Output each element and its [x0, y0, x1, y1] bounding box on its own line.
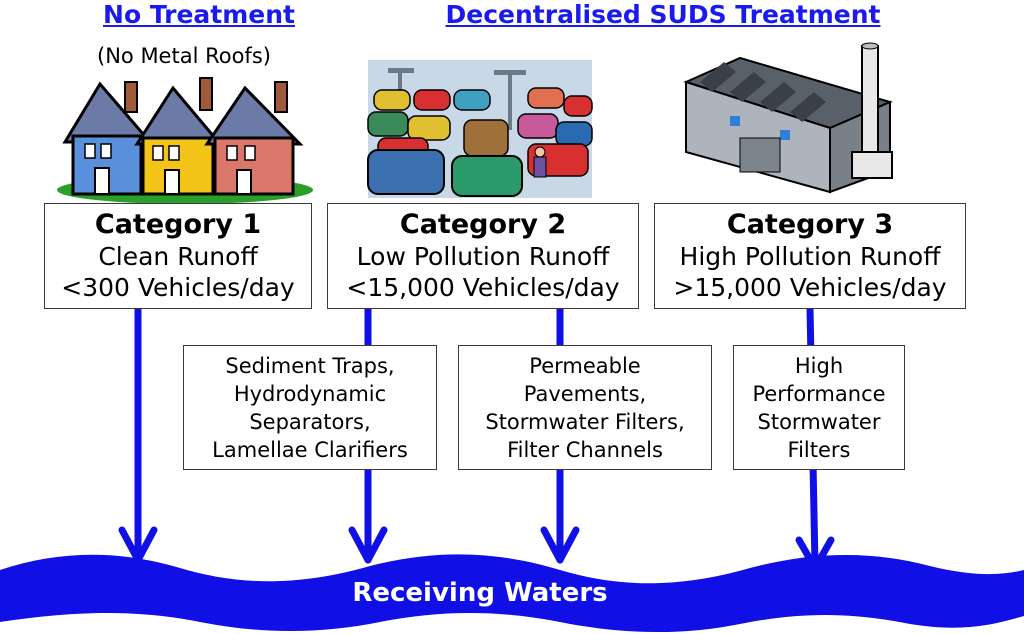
receiving-waters-wave	[0, 554, 1024, 633]
category-1-runoff: Clean Runoff	[98, 242, 258, 271]
treatment-line: Permeable	[529, 353, 641, 378]
arrowhead-2b	[540, 526, 580, 564]
category-2-runoff: Low Pollution Runoff	[356, 242, 610, 271]
category-1-vehicles: <300 Vehicles/day	[61, 273, 295, 302]
treatment-line: High	[794, 353, 844, 378]
factory-icon	[683, 42, 893, 194]
category-3-box: Category 3 High Pollution Runoff >15,000…	[654, 203, 966, 309]
category-2-vehicles: <15,000 Vehicles/day	[346, 273, 620, 302]
treatment-line: Lamellae Clarifiers	[212, 437, 408, 462]
arrowhead-2a	[348, 526, 388, 564]
category-3-vehicles: >15,000 Vehicles/day	[673, 273, 947, 302]
treatment-box-permeable: Permeable Pavements, Stormwater Filters,…	[458, 345, 712, 470]
heading-no-treatment: No Treatment	[103, 0, 295, 29]
treatment-line: Filter Channels	[507, 437, 663, 462]
treatment-line: Filters	[787, 437, 851, 462]
category-1-title: Category 1	[94, 209, 262, 240]
treatment-line: Sediment Traps,	[225, 353, 395, 378]
car-park-icon	[367, 60, 593, 198]
treatment-line: Hydrodynamic	[233, 381, 387, 406]
treatment-line: Stormwater Filters,	[485, 409, 685, 434]
receiving-waters-label: Receiving Waters	[352, 578, 608, 608]
treatment-line: Stormwater	[757, 409, 881, 434]
category-2-title: Category 2	[399, 209, 567, 240]
category-2-box: Category 2 Low Pollution Runoff <15,000 …	[327, 203, 639, 309]
treatment-line: Pavements,	[523, 381, 647, 406]
houses-note: (No Metal Roofs)	[97, 44, 271, 68]
houses-icon	[57, 77, 313, 204]
category-1-box: Category 1 Clean Runoff <300 Vehicles/da…	[44, 203, 312, 309]
category-3-title: Category 3	[726, 209, 894, 240]
treatment-box-high-performance: High Performance Stormwater Filters	[733, 345, 905, 470]
treatment-box-sediment: Sediment Traps, Hydrodynamic Separators,…	[183, 345, 437, 470]
treatment-line: Performance	[752, 381, 886, 406]
heading-decentralised-suds: Decentralised SUDS Treatment	[445, 0, 881, 29]
treatment-line: Separators,	[249, 409, 371, 434]
category-3-runoff: High Pollution Runoff	[679, 242, 941, 271]
